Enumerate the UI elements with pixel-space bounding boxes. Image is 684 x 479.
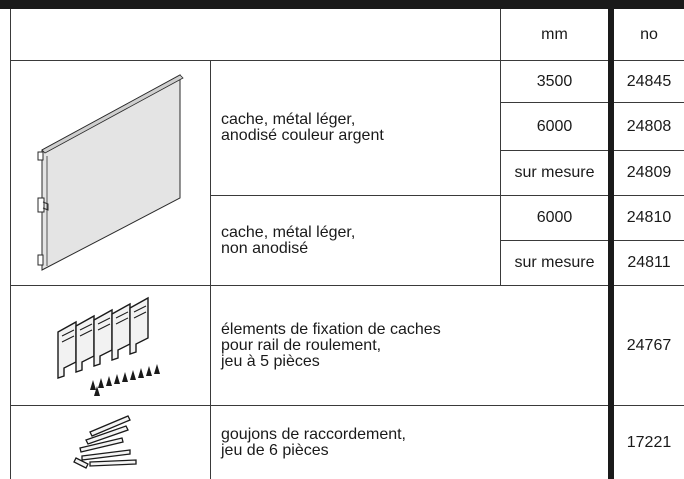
cell-mm: 6000	[536, 117, 573, 135]
cell-no: 24845	[626, 72, 672, 90]
grid-line	[500, 150, 684, 151]
grid-line	[10, 9, 11, 479]
grid-line	[10, 285, 684, 286]
header-no: no	[640, 25, 658, 43]
cell-no: 24767	[626, 336, 672, 354]
row-description: cache, métal léger, non anodisé	[221, 223, 356, 257]
cell-no: 17221	[626, 433, 672, 451]
column-separator-bar	[608, 0, 614, 479]
cell-no: 24810	[626, 209, 672, 226]
row-description: élements de fixation de caches pour rail…	[221, 320, 441, 370]
header-mm: mm	[541, 25, 568, 43]
cell-mm: sur mesure	[514, 254, 595, 271]
top-rule	[0, 0, 684, 9]
row-description: goujons de raccordement, jeu de 6 pièces	[221, 425, 406, 459]
cell-no: 24811	[627, 254, 671, 271]
grid-line	[10, 60, 684, 61]
connecting-dowels-illustration	[73, 415, 137, 469]
grid-line	[210, 60, 211, 479]
grid-line	[500, 9, 501, 285]
grid-line	[210, 195, 684, 196]
cell-no: 24808	[626, 117, 672, 135]
cover-panel-illustration	[37, 74, 184, 271]
grid-line	[10, 405, 684, 406]
grid-line	[500, 102, 684, 103]
cell-mm: 6000	[536, 209, 573, 226]
cell-no: 24809	[626, 164, 672, 181]
fixing-clips-illustration	[57, 296, 160, 396]
cell-mm: 3500	[536, 72, 573, 90]
cell-mm: sur mesure	[514, 164, 595, 181]
row-description: cache, métal léger, anodisé couleur arge…	[221, 111, 384, 144]
grid-line	[500, 240, 684, 241]
